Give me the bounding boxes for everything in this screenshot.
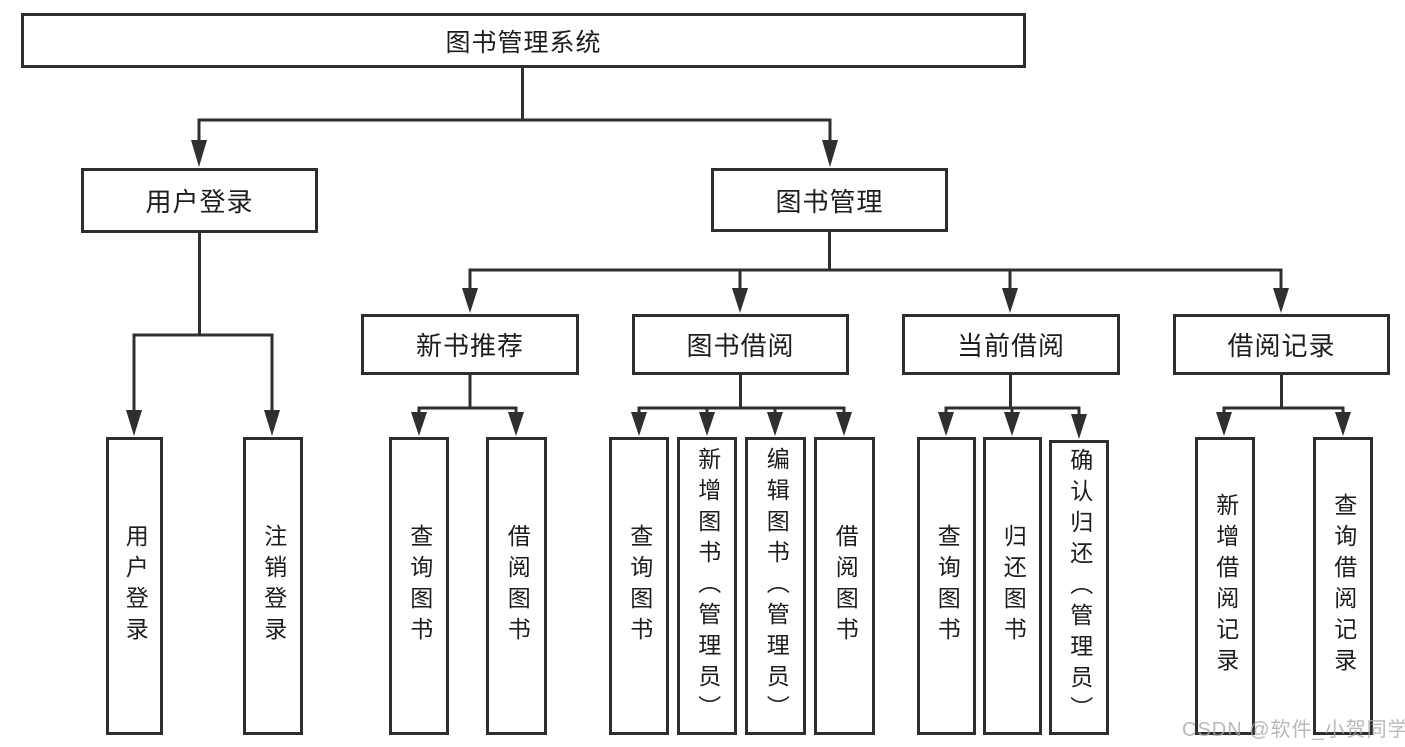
node-confirm-return-admin: 确认归还（管理员）	[1049, 440, 1109, 735]
connector-line	[417, 373, 518, 415]
node-current-query-books: 查询图书	[917, 437, 976, 735]
node-add-borrow-record: 新增借阅记录	[1195, 437, 1255, 735]
node-label: 图书借阅	[686, 331, 795, 361]
arrowhead	[1004, 412, 1020, 436]
node-book-management: 图书管理	[711, 168, 948, 232]
arrowhead	[462, 288, 478, 313]
node-label: 借阅图书	[832, 524, 859, 648]
node-user-login: 用户登录	[81, 168, 318, 233]
node-borrow-query-books: 查询图书	[609, 437, 669, 735]
arrowhead	[1335, 412, 1351, 436]
node-label: 借阅图书	[504, 524, 531, 648]
arrowhead	[191, 140, 207, 167]
arrowhead	[126, 410, 142, 436]
node-label: 查询图书	[626, 524, 653, 648]
arrowhead	[938, 412, 954, 436]
arrowhead	[1273, 288, 1289, 313]
node-label: 图书管理	[775, 186, 884, 217]
arrowhead	[1002, 288, 1018, 313]
arrowhead	[631, 412, 647, 436]
arrowhead	[767, 412, 783, 436]
arrowhead	[699, 412, 715, 436]
node-book-borrow: 图书借阅	[632, 314, 849, 375]
arrowhead	[1216, 412, 1232, 436]
connector-user-login-branch	[126, 231, 280, 436]
node-label: 归还图书	[1000, 524, 1027, 648]
node-label: 借阅记录	[1227, 331, 1336, 361]
connector-line	[1222, 373, 1345, 415]
node-recommend-borrow-books: 借阅图书	[486, 437, 547, 735]
node-label: 查询图书	[934, 524, 961, 648]
arrowhead	[822, 140, 838, 167]
node-label: 当前借阅	[956, 331, 1065, 361]
node-label: 注销登录	[260, 524, 287, 648]
connector-book-borrow-branch	[631, 373, 852, 436]
node-label: 查询图书	[406, 524, 433, 648]
arrowhead	[836, 412, 852, 436]
node-edit-books-admin: 编辑图书（管理员）	[745, 437, 806, 735]
node-label: 查询借阅记录	[1330, 493, 1357, 679]
connector-line	[197, 66, 832, 144]
node-borrow-books: 借阅图书	[814, 437, 875, 735]
node-logout: 注销登录	[243, 437, 303, 735]
arrowhead	[411, 412, 427, 436]
node-label: 确认归还（管理员）	[1066, 448, 1093, 727]
connector-line	[637, 373, 846, 415]
arrowhead	[508, 412, 524, 436]
connector-line	[944, 373, 1081, 417]
node-current-borrow: 当前借阅	[902, 314, 1120, 375]
node-label: 用户登录	[145, 187, 254, 217]
connector-borrow-records-branch	[1216, 373, 1351, 436]
node-label: 新增借阅记录	[1212, 493, 1239, 679]
connector-current-borrow-branch	[938, 373, 1087, 439]
node-label: 编辑图书（管理员）	[763, 446, 790, 726]
node-label: 新书推荐	[415, 331, 524, 361]
node-return-books: 归还图书	[983, 437, 1042, 735]
arrowhead	[732, 288, 748, 313]
node-library-management-system: 图书管理系统	[21, 13, 1026, 68]
node-add-books-admin: 新增图书（管理员）	[677, 437, 737, 735]
node-label: 用户登录	[122, 524, 149, 648]
node-new-book-recommend: 新书推荐	[361, 314, 579, 375]
connector-line	[468, 230, 1283, 292]
node-label: 新增图书（管理员）	[694, 446, 721, 726]
connector-root-to-level2	[191, 66, 838, 167]
node-label: 图书管理系统	[445, 28, 602, 57]
connector-new-book-branch	[411, 373, 524, 436]
connector-book-management-branch	[462, 230, 1289, 313]
node-user-login-leaf: 用户登录	[106, 437, 163, 735]
watermark: CSDN @软件_小贺同学	[1182, 719, 1405, 741]
node-recommend-query-books: 查询图书	[389, 437, 449, 735]
node-borrow-records: 借阅记录	[1173, 314, 1390, 375]
node-query-borrow-record: 查询借阅记录	[1313, 437, 1373, 735]
arrowhead	[1071, 414, 1087, 439]
connector-line	[132, 231, 274, 414]
arrowhead	[264, 410, 280, 436]
